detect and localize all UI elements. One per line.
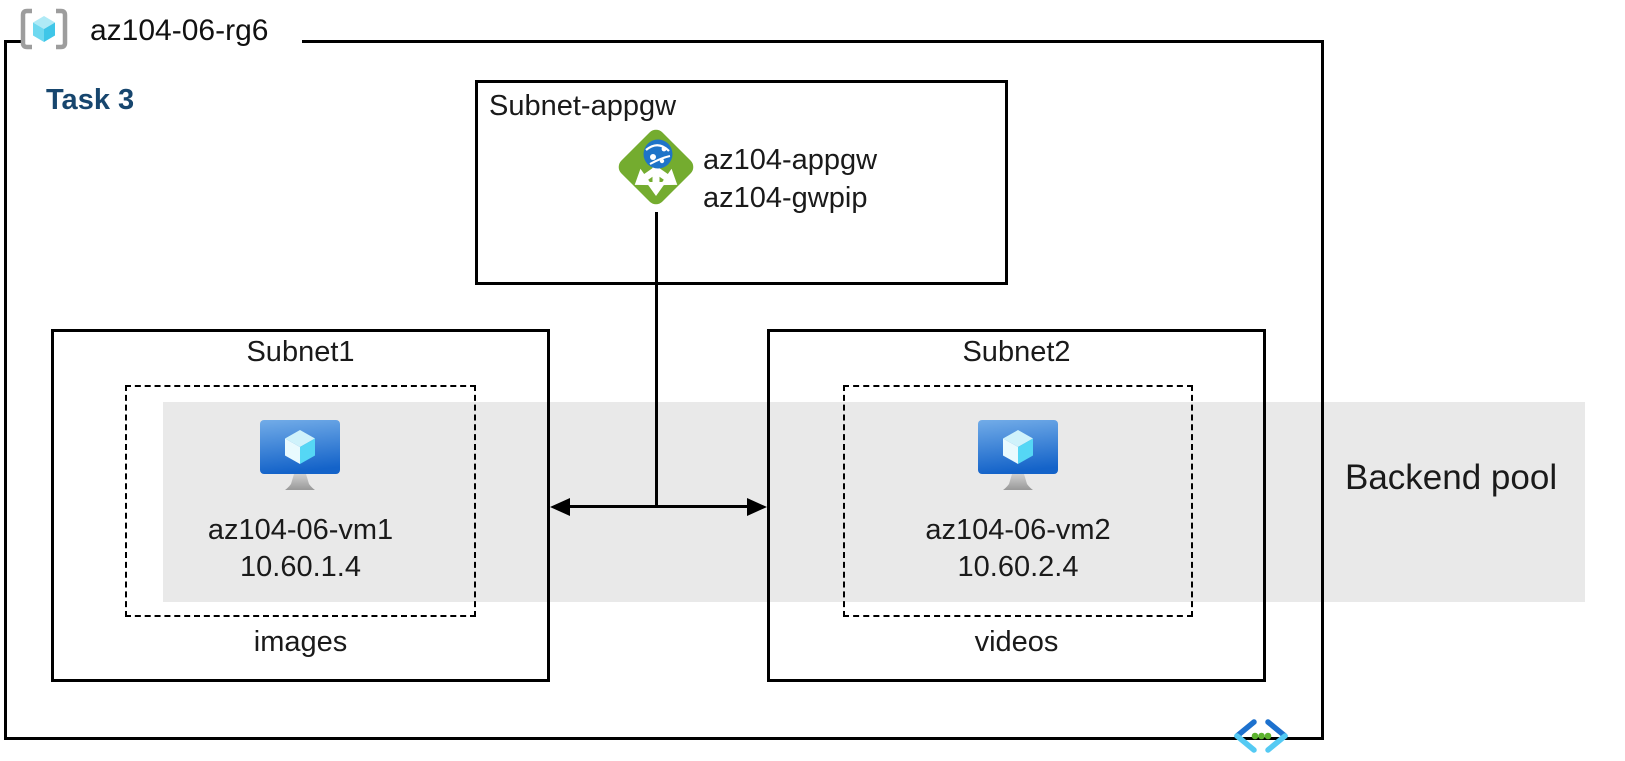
subnet2-box (767, 329, 1266, 682)
subnet2-dashed-box (843, 385, 1193, 617)
subnet1-storage-label: images (253, 626, 348, 658)
connector-horizontal-line (564, 505, 758, 508)
appgw-name-label: az104-appgw (703, 144, 878, 176)
virtual-network-icon (1232, 716, 1290, 756)
vm2-ip-label: 10.60.2.4 (957, 551, 1079, 583)
backend-pool-label: Backend pool (1345, 458, 1558, 497)
resource-group-box (4, 40, 1324, 740)
subnet1-box (51, 329, 550, 682)
resource-group-border-gap (24, 36, 302, 47)
connector-vertical-line (655, 212, 658, 508)
task-label: Task 3 (46, 84, 135, 116)
vm1-ip-label: 10.60.1.4 (240, 551, 361, 583)
appgw-pip-label: az104-gwpip (703, 182, 868, 214)
subnet1-title: Subnet1 (246, 336, 355, 368)
resource-group-icon (18, 7, 70, 51)
vm1-name-label: az104-06-vm1 (207, 514, 394, 546)
subnet2-title: Subnet2 (962, 336, 1071, 368)
subnet-appgw-box (475, 80, 1008, 285)
resource-group-title: az104-06-rg6 (90, 14, 269, 47)
subnet2-storage-label: videos (974, 626, 1059, 658)
arrowhead-right-icon (747, 497, 767, 516)
vm2-name-label: az104-06-vm2 (925, 514, 1111, 546)
backend-pool-band (163, 402, 1585, 602)
arrowhead-left-icon (550, 497, 570, 516)
subnet1-dashed-box (125, 385, 476, 617)
virtual-machine-icon-vm1 (260, 420, 340, 492)
application-gateway-icon (613, 124, 699, 210)
subnet-appgw-title: Subnet-appgw (489, 90, 677, 122)
virtual-machine-icon-vm2 (978, 420, 1058, 492)
